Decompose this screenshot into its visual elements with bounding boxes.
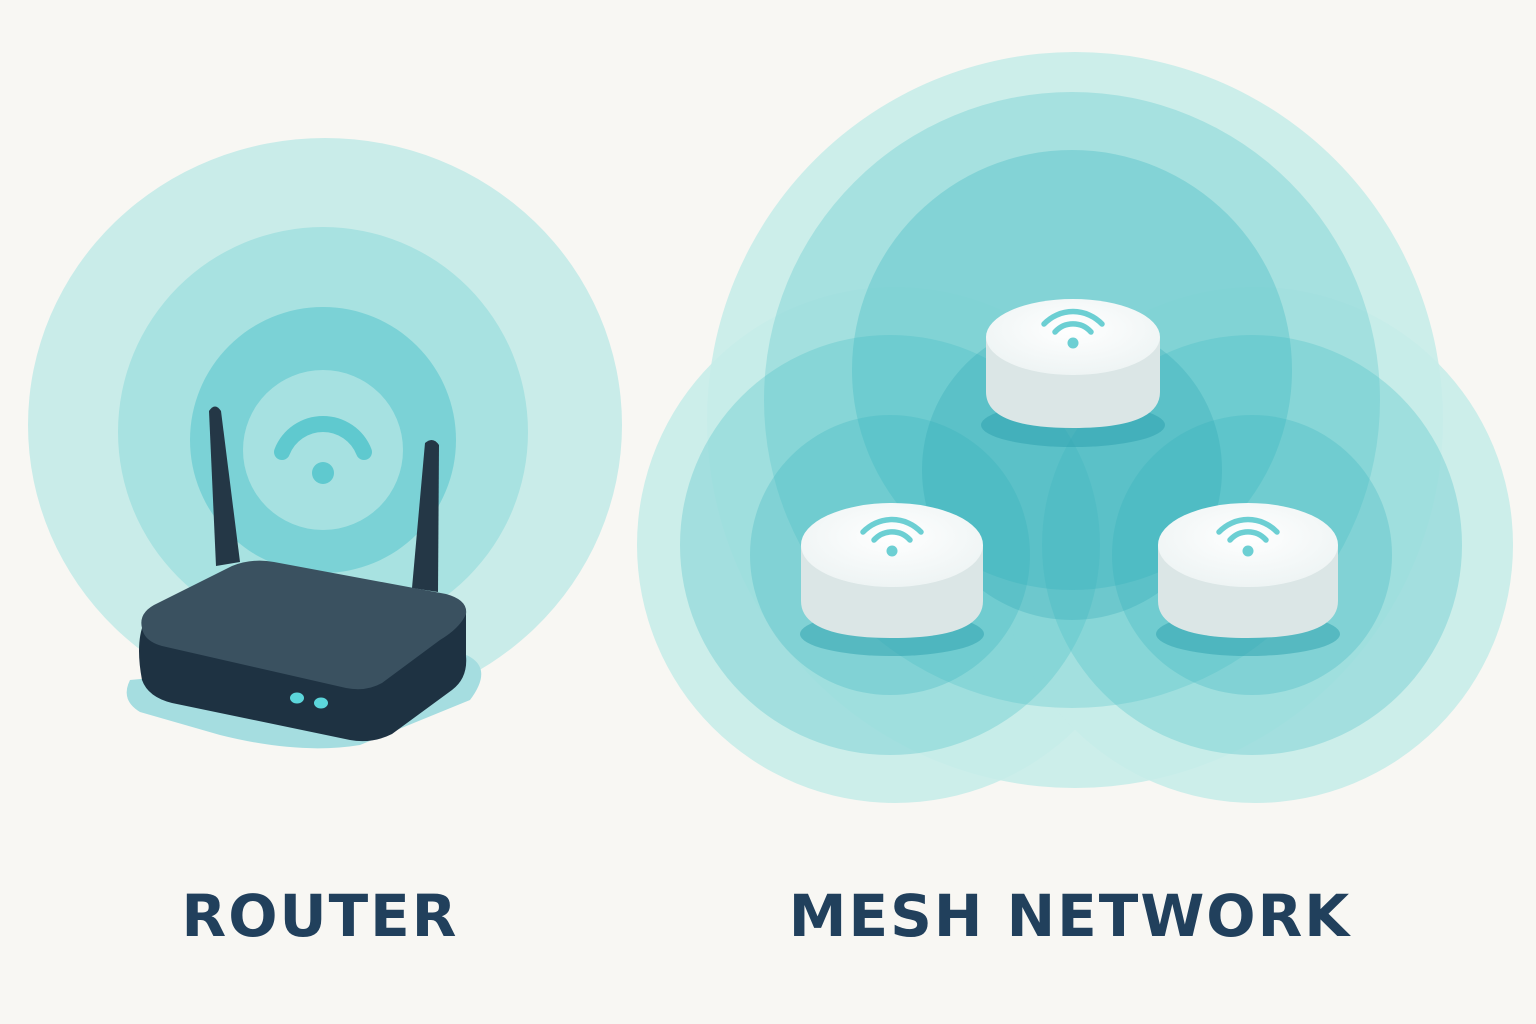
- wifi-dot-icon: [312, 462, 334, 484]
- mesh-network-label: MESH NETWORK: [788, 882, 1352, 950]
- wifi-signal-icon: [1216, 516, 1280, 557]
- router-top-panel: [141, 560, 467, 690]
- mesh-node-top-surface: [1158, 503, 1338, 587]
- router-indicator-light: [314, 697, 328, 709]
- wifi-signal-icon: [1041, 308, 1105, 349]
- router-indicator-light: [290, 692, 304, 704]
- router-label: ROUTER: [181, 882, 459, 950]
- router-coverage-core: [243, 370, 403, 530]
- mesh-node-left: [800, 503, 984, 656]
- router-antenna-left: [209, 406, 240, 566]
- router-wifi-icon: [274, 415, 372, 484]
- wifi-arc-icon: [274, 415, 372, 460]
- mesh-node-top-surface: [801, 503, 983, 587]
- wifi-signal-icon: [860, 516, 924, 557]
- mesh-node-right: [1156, 503, 1340, 656]
- router-antenna-right: [412, 439, 439, 592]
- mesh-node-top-surface: [986, 299, 1160, 375]
- router-device: [126, 406, 482, 749]
- mesh-node-top: [981, 299, 1165, 447]
